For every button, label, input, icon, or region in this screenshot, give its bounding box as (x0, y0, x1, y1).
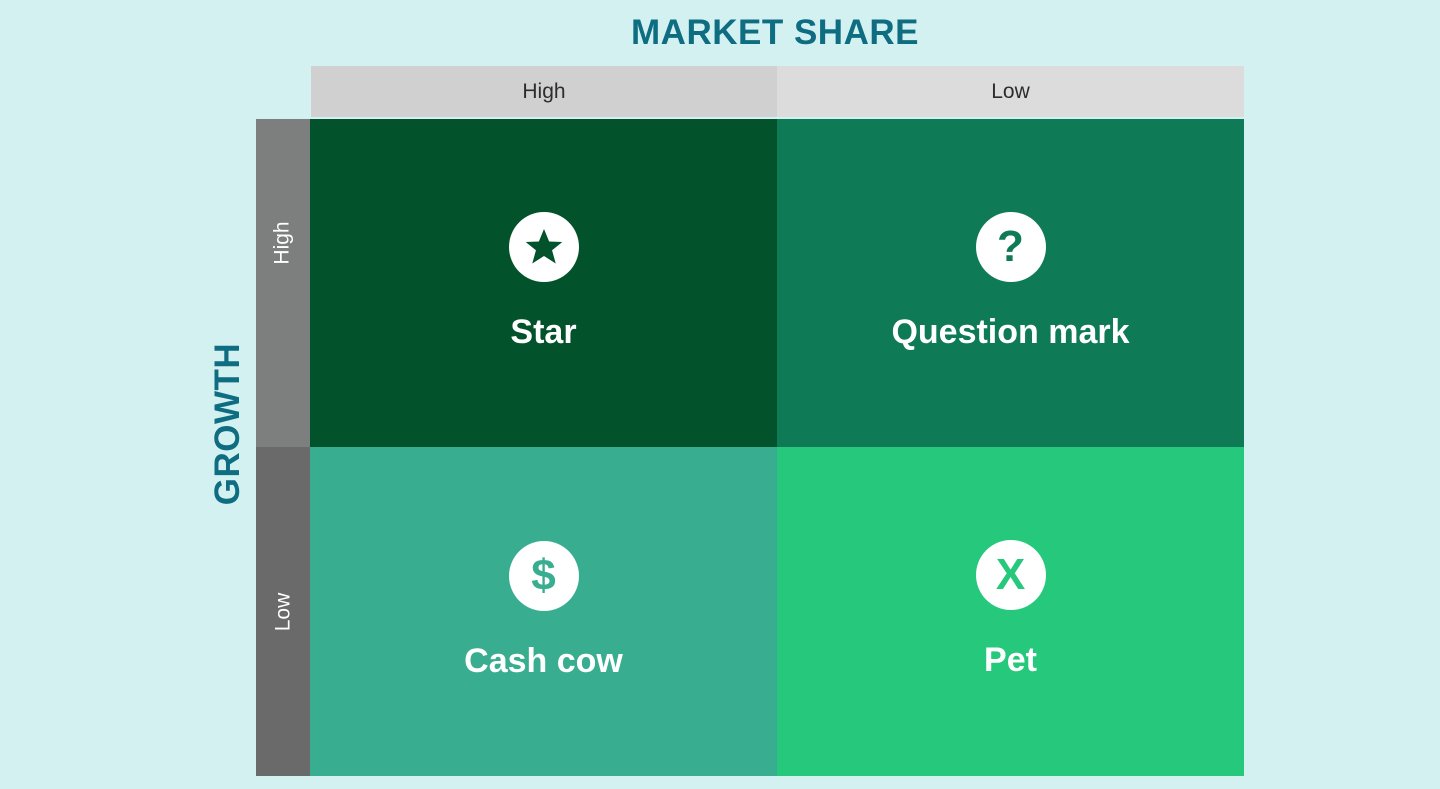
quadrant-pet-label: Pet (984, 640, 1037, 679)
star-icon (508, 212, 579, 282)
row-header-low-label: Low (271, 592, 294, 631)
quadrant-question-mark-label: Question mark (891, 313, 1130, 351)
row-header-high-label: High (270, 221, 294, 265)
column-header-low: Low (777, 66, 1244, 117)
growth-axis-title: GROWTH (208, 342, 247, 506)
row-header-low: Low (256, 447, 310, 776)
question-icon-glyph: ? (997, 222, 1024, 271)
star-icon-shape (525, 229, 562, 264)
quadrant-star: Star (310, 119, 777, 447)
quadrant-cash-cow-label: Cash cow (464, 641, 623, 680)
column-header-high: High (311, 66, 777, 117)
x-icon-glyph: X (995, 549, 1026, 599)
dollar-icon-glyph: $ (531, 550, 556, 600)
row-header-high: High (256, 119, 310, 447)
question-icon: ? (975, 212, 1046, 282)
market-share-title: MARKET SHARE (631, 13, 919, 52)
quadrant-question-mark: ? Question mark (777, 119, 1244, 447)
x-icon: X (975, 539, 1046, 610)
quadrant-star-label: Star (510, 313, 577, 351)
dollar-icon: $ (508, 540, 579, 611)
quadrant-cash-cow: $ Cash cow (310, 447, 777, 776)
quadrant-pet: X Pet (777, 447, 1244, 776)
